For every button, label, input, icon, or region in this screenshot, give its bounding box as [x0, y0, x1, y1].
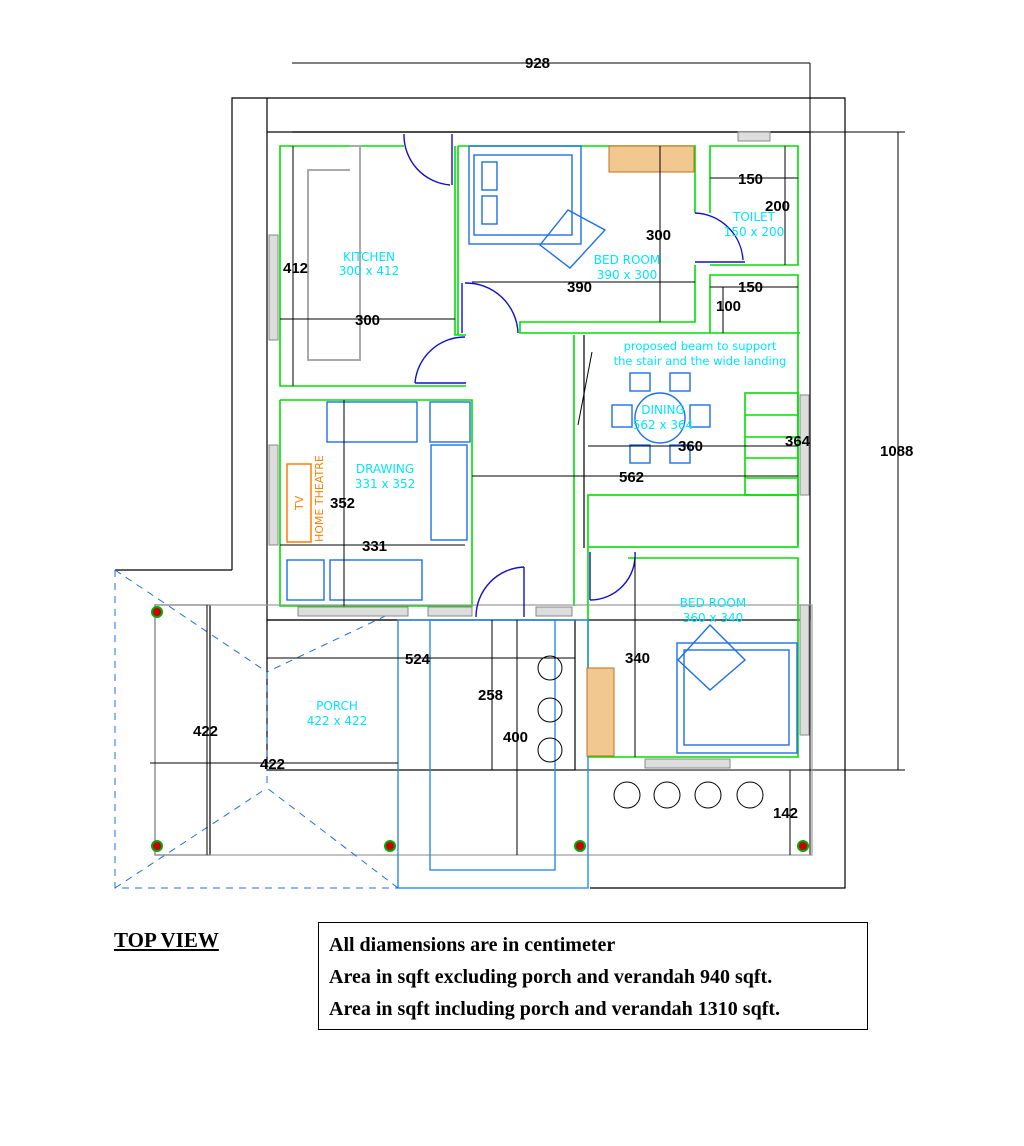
windows — [268, 131, 810, 769]
svg-text:150: 150 — [738, 279, 763, 296]
svg-text:352: 352 — [330, 495, 355, 512]
porch-label: PORCH — [316, 699, 358, 713]
svg-text:200: 200 — [765, 198, 790, 215]
note-line: All diamensions are in centimeter — [329, 934, 616, 956]
svg-text:331 x 352: 331 x 352 — [355, 477, 416, 491]
svg-text:331: 331 — [362, 538, 387, 555]
verandah-chairs — [537, 655, 764, 809]
svg-text:300: 300 — [646, 227, 671, 244]
svg-text:422: 422 — [260, 756, 285, 773]
tv-label: TV — [293, 495, 306, 511]
note-line: Area in sqft including porch and veranda… — [329, 998, 781, 1020]
dimension-overall-width: 928 — [292, 55, 811, 855]
svg-text:340: 340 — [625, 650, 650, 667]
svg-text:390: 390 — [567, 279, 592, 296]
svg-text:422: 422 — [193, 723, 218, 740]
svg-text:524: 524 — [405, 651, 431, 668]
walls — [154, 131, 813, 889]
home-theatre-label: HOME THEATRE — [313, 455, 326, 542]
svg-text:562: 562 — [619, 469, 644, 486]
beam-note: proposed beam to support — [624, 339, 777, 353]
svg-text:142: 142 — [773, 805, 798, 822]
svg-text:928: 928 — [525, 55, 550, 72]
svg-text:364: 364 — [785, 433, 811, 450]
svg-text:360 x 340: 360 x 340 — [683, 611, 744, 625]
svg-text:422 x 422: 422 x 422 — [307, 714, 368, 728]
bedroom2-label: BED ROOM — [680, 596, 746, 610]
drawing-label: DRAWING — [356, 462, 414, 476]
drawing-title: TOP VIEW — [114, 928, 219, 952]
svg-text:412: 412 — [283, 260, 308, 277]
svg-text:100: 100 — [716, 298, 741, 315]
note-line: Area in sqft excluding porch and veranda… — [329, 966, 773, 988]
toilet-label: TOILET — [732, 210, 776, 224]
columns — [151, 606, 809, 852]
svg-text:150: 150 — [738, 171, 763, 188]
svg-text:562 x 364: 562 x 364 — [633, 418, 694, 432]
svg-text:300: 300 — [355, 312, 380, 329]
dining-label: DINING — [641, 403, 685, 417]
furniture — [286, 145, 798, 809]
kitchen-label: KITCHEN — [343, 250, 395, 264]
notes-box: All diamensions are in centimeter Area i… — [318, 922, 868, 1030]
svg-text:360: 360 — [678, 438, 703, 455]
svg-text:390 x 300: 390 x 300 — [597, 268, 658, 282]
porch-roof — [114, 569, 399, 889]
svg-text:300 x 412: 300 x 412 — [339, 264, 400, 278]
room-labels: KITCHEN 300 x 412 BED ROOM 390 x 300 TOI… — [293, 210, 786, 728]
svg-text:150 x 200: 150 x 200 — [724, 225, 785, 239]
dining-table-icon — [611, 372, 711, 464]
svg-text:400: 400 — [503, 729, 528, 746]
svg-text:258: 258 — [478, 687, 503, 704]
svg-text:the stair and the wide landing: the stair and the wide landing — [614, 354, 787, 368]
bedroom1-label: BED ROOM — [594, 253, 660, 267]
dimension-lines — [150, 146, 798, 855]
dimension-labels: 412 300 390 300 150 200 150 100 360 364 … — [193, 171, 811, 822]
svg-text:1088: 1088 — [880, 443, 913, 460]
